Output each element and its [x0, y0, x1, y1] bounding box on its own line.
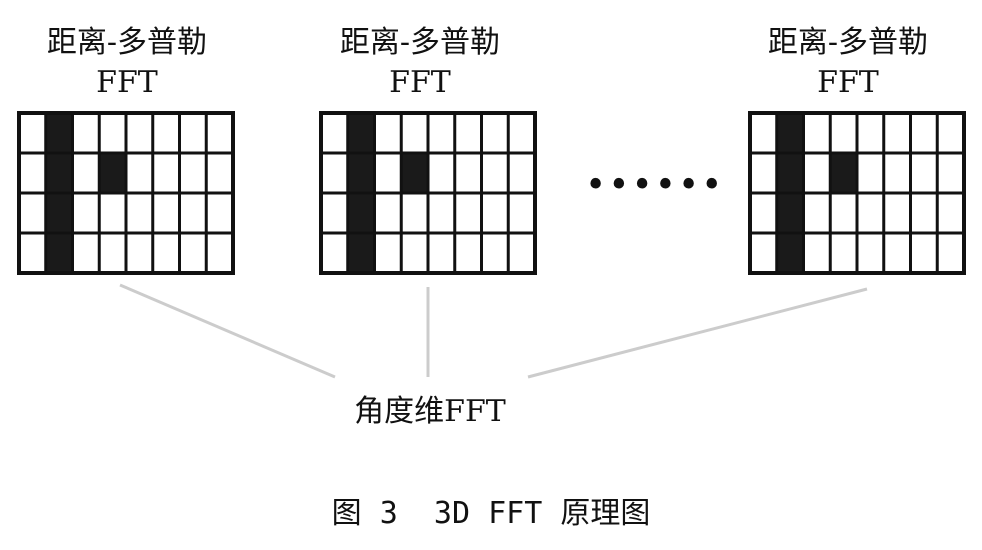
- grid-cell-filled: [45, 233, 73, 273]
- grid-cell-filled: [347, 233, 375, 273]
- block-2-title: 距离-多普勒: [339, 25, 501, 60]
- grid-cell-filled: [401, 153, 428, 193]
- block-3-grid: [748, 111, 966, 275]
- block-1-grid: [17, 111, 235, 275]
- grid-cell-filled: [45, 113, 73, 153]
- figure-caption: 图 3 3D FFT 原理图: [331, 496, 651, 531]
- grid-border: [748, 111, 966, 275]
- block-2-grid: [319, 111, 537, 275]
- block-3-title: 距离-多普勒: [767, 25, 929, 60]
- grid-cell-filled: [776, 193, 804, 233]
- grid-cell-filled: [776, 153, 804, 193]
- grid-border: [17, 111, 235, 275]
- grid-cell-filled: [347, 193, 375, 233]
- grid-cell-filled: [776, 113, 804, 153]
- grid-cell-filled: [99, 153, 126, 193]
- grid-cell-filled: [45, 153, 73, 193]
- grid-cell-filled: [347, 113, 375, 153]
- block-3-subtitle: FFT: [817, 65, 879, 100]
- connector-line-1: [119, 283, 336, 379]
- block-2-subtitle: FFT: [389, 65, 451, 100]
- grid-cell-filled: [45, 193, 73, 233]
- block-1-title: 距离-多普勒: [46, 25, 208, 60]
- grid-border: [319, 111, 537, 275]
- connector-line-3: [527, 287, 868, 379]
- grid-cell-filled: [347, 153, 375, 193]
- merge-label: 角度维FFT: [354, 394, 506, 429]
- grid-cell-filled: [776, 233, 804, 273]
- grid-cell-filled: [830, 153, 857, 193]
- block-1-subtitle: FFT: [96, 65, 158, 100]
- ellipsis-dots: ••••••: [585, 165, 725, 206]
